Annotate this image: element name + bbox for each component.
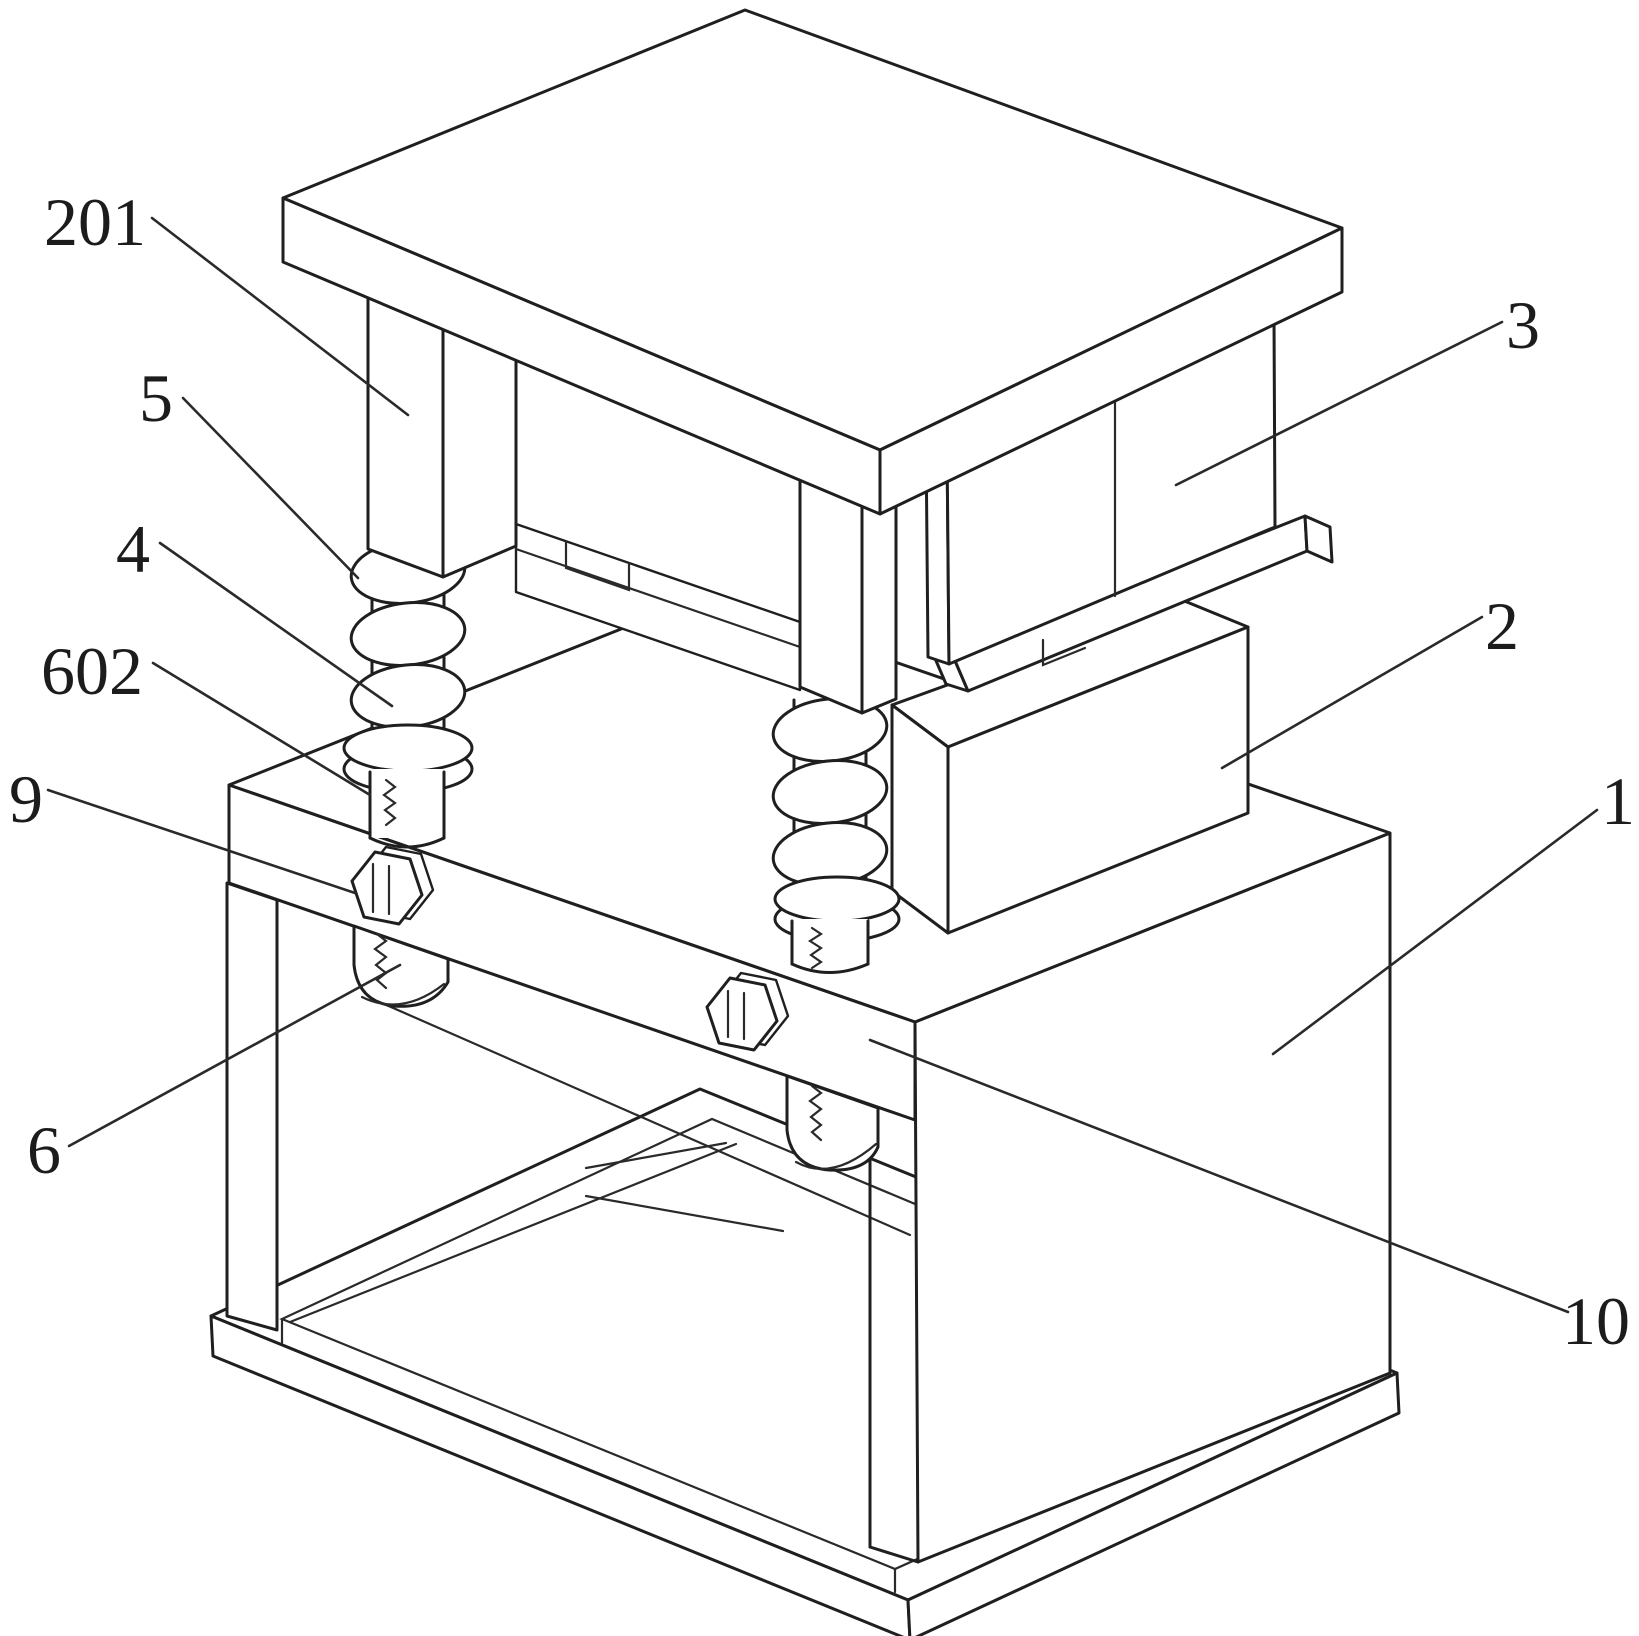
middle-die-box: [890, 598, 1250, 935]
spring-assembly-right: [771, 697, 901, 974]
table-leg-right: [798, 476, 898, 715]
label-10: 10: [1562, 1283, 1630, 1359]
label-9: 9: [9, 761, 43, 837]
label-201: 201: [44, 184, 146, 260]
label-2: 2: [1485, 588, 1519, 664]
upper-apron-rail: [514, 522, 802, 692]
leader-lines: [46, 216, 1599, 1314]
label-602: 602: [41, 633, 143, 709]
upper-die-box: [924, 315, 1277, 666]
label-4: 4: [116, 511, 150, 587]
label-6: 6: [27, 1112, 61, 1188]
label-5: 5: [139, 360, 173, 436]
reference-labels: 201 5 4 602 9 6 3 2 1 10: [9, 184, 1635, 1359]
hex-bolt-left: [350, 845, 435, 926]
top-platen: [281, 8, 1344, 516]
spring-assembly-left: [342, 539, 474, 849]
label-3: 3: [1506, 287, 1540, 363]
label-1: 1: [1601, 763, 1635, 839]
boss-left: [352, 924, 450, 1008]
boss-right: [785, 1074, 880, 1172]
stand-interior-lines: [288, 998, 912, 1324]
hex-bolt-right: [705, 971, 790, 1052]
